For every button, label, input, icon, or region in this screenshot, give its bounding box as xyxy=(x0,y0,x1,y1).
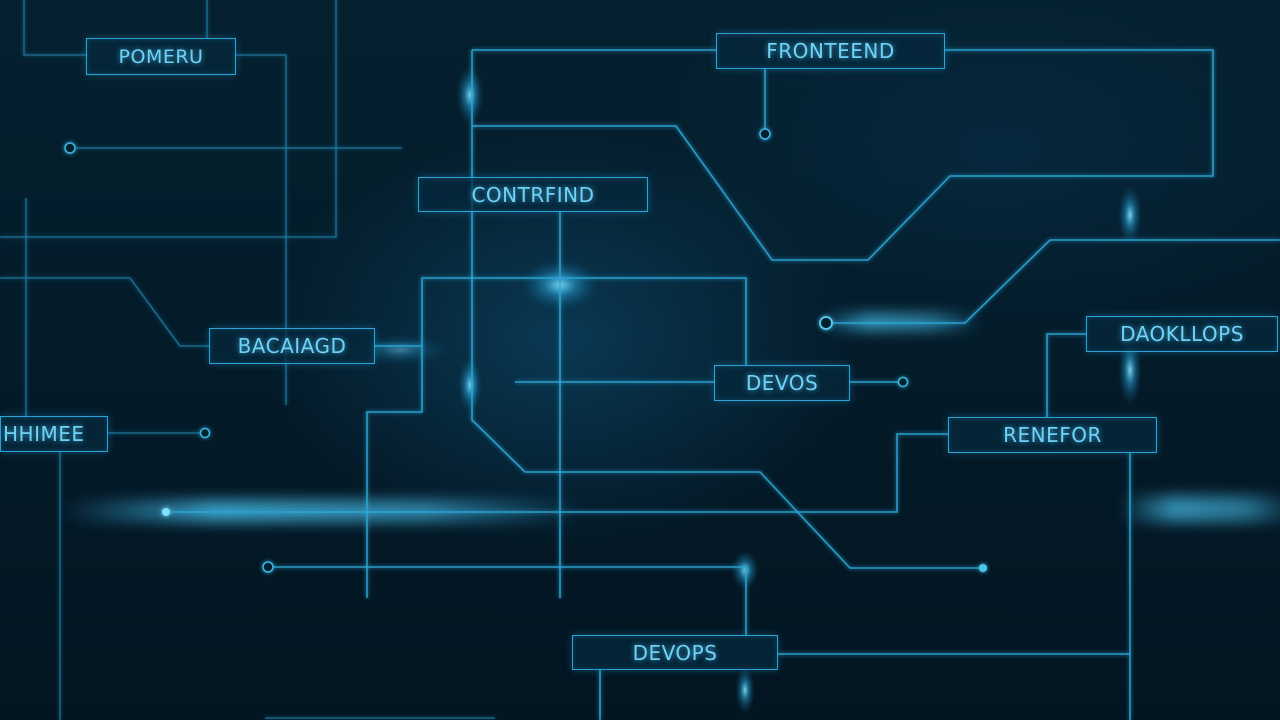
glow-spot xyxy=(735,666,755,714)
light-streak xyxy=(820,314,980,330)
node-label-devops: DEVOPS xyxy=(572,635,778,670)
node-label-bacaiagd: BACAIAGD xyxy=(209,328,375,364)
node-label-devos: DEVOS xyxy=(714,365,850,401)
node-label-text: FRONTEEND xyxy=(766,39,895,63)
node-label-renefor: RENEFOR xyxy=(948,417,1157,453)
node-label-text: DEVOS xyxy=(745,371,819,395)
trace xyxy=(236,54,287,405)
glow-spot xyxy=(1118,334,1142,406)
trace xyxy=(472,49,1214,261)
node-label-fronteend: FRONTEEND xyxy=(716,33,945,69)
node-label-text: CONTRFIND xyxy=(471,182,595,207)
terminal-node xyxy=(199,427,211,439)
glow-spot xyxy=(731,550,759,590)
trace xyxy=(0,277,210,347)
trace xyxy=(166,433,948,513)
light-streak xyxy=(1120,496,1280,522)
trace xyxy=(374,277,747,365)
trace xyxy=(471,50,983,569)
trace xyxy=(830,239,1280,324)
light-streak xyxy=(60,500,580,522)
trace xyxy=(0,0,337,238)
terminal-node xyxy=(897,376,909,388)
node-label-text: DAOKLLOPS xyxy=(1120,322,1244,346)
terminal-node xyxy=(162,508,170,516)
node-label-text: HHIMEE xyxy=(3,422,85,446)
node-label-text: RENEFOR xyxy=(1003,423,1102,447)
glow-spot xyxy=(458,357,482,413)
trace xyxy=(23,0,88,56)
node-label-text: POMERU xyxy=(118,45,204,68)
trace xyxy=(366,346,423,598)
terminal-node xyxy=(262,561,274,573)
node-label-text: BACAIAGD xyxy=(237,334,347,358)
glow-spot xyxy=(1118,185,1142,245)
terminal-node xyxy=(64,142,76,154)
trace xyxy=(1046,333,1086,418)
terminal-node xyxy=(759,128,771,140)
node-label-pomeru: POMERU xyxy=(86,38,236,75)
node-label-text: DEVOPS xyxy=(632,640,718,665)
node-label-contrfind: CONTRFIND xyxy=(418,177,648,212)
terminal-node xyxy=(819,316,833,330)
glow-spot xyxy=(350,334,450,366)
terminal-node xyxy=(979,564,987,572)
glow-spot xyxy=(456,65,484,125)
node-label-daokllops: DAOKLLOPS xyxy=(1086,316,1278,352)
trace xyxy=(268,566,747,636)
node-label-hhimee: HHIMEE xyxy=(0,416,108,452)
